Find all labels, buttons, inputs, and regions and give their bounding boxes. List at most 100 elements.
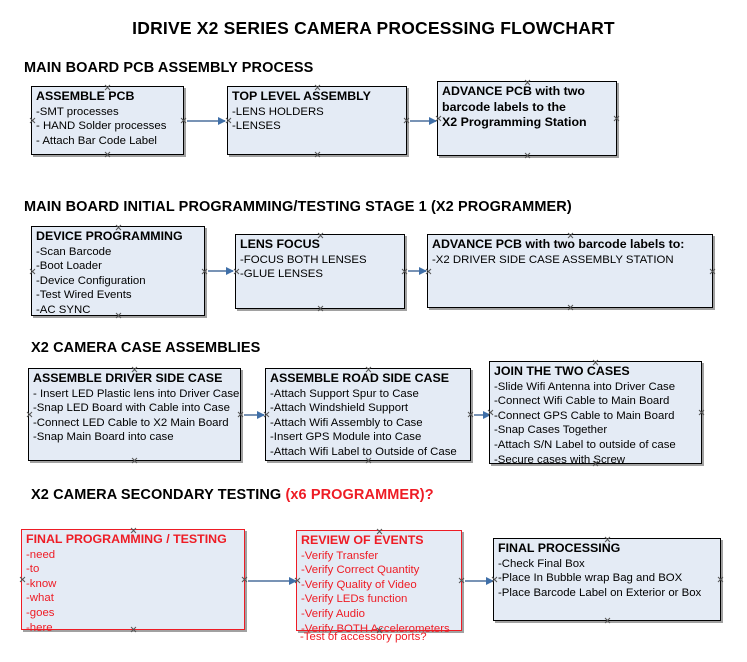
flow-box-top-level-assembly[interactable]: TOP LEVEL ASSEMBLY -LENS HOLDERS -LENSES: [227, 86, 407, 155]
list-item: -Place Barcode Label on Exterior or Box: [498, 586, 702, 599]
flow-box-lines-lens-focus: -FOCUS BOTH LENSES -GLUE LENSES: [236, 253, 404, 282]
connector-top-level-assembly-to-advance-pcb: [410, 116, 437, 125]
connector-driver-side-to-road-side: [244, 410, 265, 419]
flow-box-lines-advance-pcb-driver-side: -X2 DRIVER SIDE CASE ASSEMBLY STATION: [428, 253, 712, 268]
arrow-head-icon: [483, 410, 491, 419]
flow-box-assemble-road-side-case[interactable]: ASSEMBLE ROAD SIDE CASE -Attach Support …: [265, 368, 471, 461]
list-item: -Snap LED Board with Cable into Case: [33, 402, 230, 415]
resize-handle-bottom[interactable]: [604, 617, 611, 624]
list-item: -Verify BOTH Accelerometers: [301, 622, 450, 635]
list-item: -Attach Support Spur to Case: [270, 387, 419, 400]
list-item: -X2 DRIVER SIDE CASE ASSEMBLY STATION: [432, 253, 674, 266]
list-item: -GLUE LENSES: [240, 268, 323, 281]
flow-box-assemble-driver-side-case[interactable]: ASSEMBLE DRIVER SIDE CASE - Insert LED P…: [28, 368, 241, 461]
list-item: -Verify Quality of Video: [301, 578, 417, 591]
connector-lens-focus-to-advance-pcb-driver-side: [408, 266, 427, 275]
resize-handle-bottom[interactable]: [524, 152, 531, 159]
list-item: -LENSES: [232, 120, 281, 133]
connector-review-of-events-to-final-processing: [465, 576, 494, 585]
list-item: -Attach Windshield Support: [270, 402, 409, 415]
list-item: -what: [26, 592, 54, 605]
list-item: - Attach Bar Code Label: [36, 134, 157, 147]
flow-box-lines-assemble-pcb: -SMT processes - HAND Solder processes -…: [32, 105, 183, 149]
list-item: -Connect GPS Cable to Main Board: [494, 409, 675, 422]
resize-handle-bottom[interactable]: [567, 304, 574, 311]
list-item: -Insert GPS Module into Case: [270, 431, 422, 444]
flow-box-title-device-programming: DEVICE PROGRAMMING: [36, 229, 183, 243]
resize-handle-bottom[interactable]: [131, 457, 138, 464]
flow-box-final-programming-testing[interactable]: FINAL PROGRAMMING / TESTING -need -to -k…: [21, 529, 245, 634]
list-item: -Attach Wifi Label to Outside of Case: [270, 445, 457, 458]
list-item: -know: [26, 577, 57, 590]
arrow-head-icon: [289, 576, 297, 585]
flow-box-title-advance-pcb-driver-side: ADVANCE PCB with two barcode labels to:: [432, 237, 685, 251]
list-item: -LENS HOLDERS: [232, 105, 324, 118]
flow-box-title-final-processing: FINAL PROCESSING: [498, 541, 621, 555]
list-item: -Connect Wifi Cable to Main Board: [494, 395, 670, 408]
flow-box-lines-top-level-assembly: -LENS HOLDERS -LENSES: [228, 105, 406, 134]
flow-box-lens-focus[interactable]: LENS FOCUS -FOCUS BOTH LENSES -GLUE LENS…: [235, 234, 405, 309]
arrow-head-icon: [429, 116, 437, 125]
flow-box-lines-join-the-two-cases: -Slide Wifi Antenna into Driver Case -Co…: [490, 380, 701, 468]
arrow-head-icon: [257, 410, 265, 419]
list-item: -Verify Audio: [301, 607, 365, 620]
page-title: IDRIVE X2 SERIES CAMERA PROCESSING FLOWC…: [132, 18, 615, 38]
list-item: -Snap Main Board into case: [33, 431, 174, 444]
list-item: -Place In Bubble wrap Bag and BOX: [498, 572, 683, 585]
flow-box-device-programming[interactable]: DEVICE PROGRAMMING -Scan Barcode -Boot L…: [31, 226, 205, 316]
list-item: -Connect LED Cable to X2 Main Board: [33, 416, 229, 429]
list-item: -Scan Barcode: [36, 245, 112, 258]
flow-box-title-assemble-pcb: ASSEMBLE PCB: [36, 89, 135, 103]
list-item: -Verify Correct Quantity: [301, 564, 420, 577]
list-item: -Verify Transfer: [301, 549, 379, 562]
flow-box-final-processing[interactable]: FINAL PROCESSING -Check Final Box -Place…: [493, 538, 721, 621]
list-item: -goes: [26, 606, 55, 619]
connector-final-programming-to-review-of-events: [248, 576, 297, 585]
review-of-events-overflow-line: -Test of accessory ports?: [300, 631, 427, 643]
section-heading-main-board-initial-programming: MAIN BOARD INITIAL PROGRAMMING/TESTING S…: [24, 199, 572, 215]
flow-box-title-advance-pcb: ADVANCE PCB with two barcode labels to t…: [442, 84, 587, 130]
section-heading-red-suffix: (x6 PROGRAMMER)?: [285, 487, 434, 503]
list-item: -Snap Cases Together: [494, 424, 608, 437]
list-item: -Attach Wifi Assembly to Case: [270, 416, 423, 429]
flow-box-lines-final-processing: -Check Final Box -Place In Bubble wrap B…: [494, 557, 720, 601]
flow-box-title-join-the-two-cases: JOIN THE TWO CASES: [494, 364, 630, 378]
list-item: -Verify LEDs function: [301, 593, 408, 606]
connector-assemble-pcb-to-top-level-assembly: [187, 116, 226, 125]
flow-box-lines-assemble-road-side-case: -Attach Support Spur to Case -Attach Win…: [266, 387, 470, 460]
section-heading-main-board-pcb-assembly: MAIN BOARD PCB ASSEMBLY PROCESS: [24, 60, 314, 76]
flow-box-assemble-pcb[interactable]: ASSEMBLE PCB -SMT processes - HAND Solde…: [31, 86, 184, 155]
section-heading-x2-camera-secondary-testing: X2 CAMERA SECONDARY TESTING (x6 PROGRAMM…: [31, 487, 434, 503]
flow-box-join-the-two-cases[interactable]: JOIN THE TWO CASES -Slide Wifi Antenna i…: [489, 361, 702, 466]
resize-handle-right[interactable]: [709, 268, 716, 275]
list-item: -to: [26, 563, 40, 576]
arrow-head-icon: [226, 266, 234, 275]
list-item: -AC SYNC: [36, 303, 91, 316]
list-item: -need: [26, 548, 56, 561]
connector-device-programming-to-lens-focus: [208, 266, 234, 275]
connector-road-side-to-join-cases: [474, 410, 491, 419]
flow-box-review-of-events[interactable]: REVIEW OF EVENTS -Verify Transfer -Verif…: [296, 530, 462, 635]
section-heading-text: X2 CAMERA SECONDARY TESTING: [31, 487, 286, 503]
flow-box-title-lens-focus: LENS FOCUS: [240, 237, 320, 251]
list-item: -Secure cases with Screw: [494, 453, 626, 466]
list-item: - HAND Solder processes: [36, 120, 167, 133]
flow-box-advance-pcb-x2-programming-station[interactable]: ADVANCE PCB with two barcode labels to t…: [437, 81, 617, 156]
resize-handle-bottom[interactable]: [104, 151, 111, 158]
list-item: -Test Wired Events: [36, 289, 132, 302]
flow-box-title-assemble-road-side-case: ASSEMBLE ROAD SIDE CASE: [270, 371, 449, 385]
flow-box-advance-pcb-driver-side-case[interactable]: ADVANCE PCB with two barcode labels to: …: [427, 234, 713, 308]
flow-box-lines-assemble-driver-side-case: - Insert LED Plastic lens into Driver Ca…: [29, 387, 240, 445]
list-item: -Boot Loader: [36, 260, 102, 273]
resize-handle-bottom[interactable]: [317, 305, 324, 312]
list-item: -Device Configuration: [36, 274, 146, 287]
list-item: -here: [26, 621, 53, 634]
list-item: -Attach S/N Label to outside of case: [494, 438, 676, 451]
flow-box-lines-review-of-events: -Verify Transfer -Verify Correct Quantit…: [297, 549, 461, 637]
list-item: -Check Final Box: [498, 557, 585, 570]
arrow-head-icon: [486, 576, 494, 585]
resize-handle-bottom[interactable]: [314, 151, 321, 158]
arrow-head-icon: [419, 266, 427, 275]
flow-box-lines-device-programming: -Scan Barcode -Boot Loader -Device Confi…: [32, 245, 204, 318]
